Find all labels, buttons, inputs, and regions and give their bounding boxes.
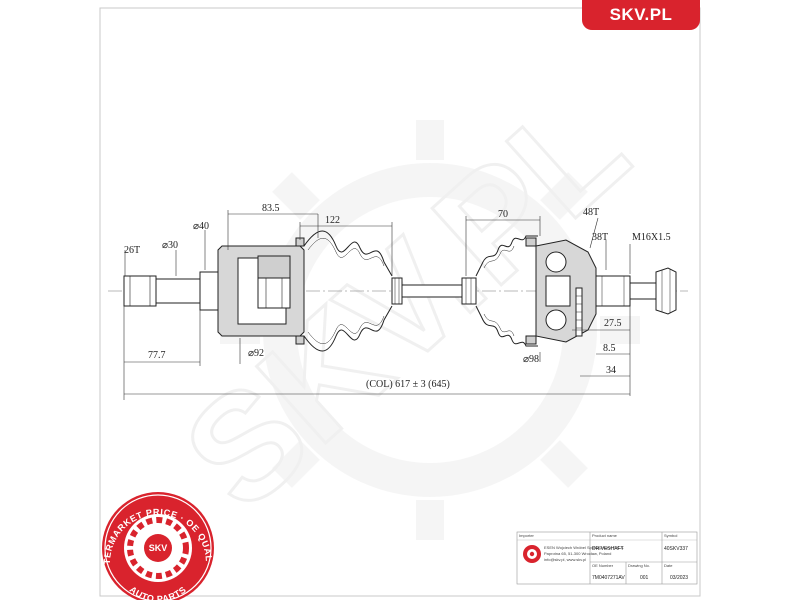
cv-ball-bottom bbox=[545, 309, 567, 331]
importer-label: Importer bbox=[519, 533, 535, 538]
product-name: DRIVESHAFT bbox=[592, 546, 624, 552]
importer-line-1: ESEN Wojciech Wróbel Spółka Jawna S.K.A. bbox=[544, 545, 624, 550]
date-label: Date bbox=[664, 563, 673, 568]
boot-clamp-right bbox=[525, 237, 537, 247]
shaft-damper-left bbox=[391, 277, 403, 305]
dim-70: 70 bbox=[498, 209, 508, 220]
outer-stub bbox=[595, 267, 677, 315]
drive-shaft bbox=[391, 277, 477, 305]
outer-joint bbox=[525, 237, 597, 345]
left-shaft-neck bbox=[155, 278, 201, 304]
dim-teeth-38: 38T bbox=[592, 232, 608, 243]
inner-joint bbox=[123, 237, 305, 345]
tripod-spider bbox=[257, 277, 291, 309]
outer-boot bbox=[475, 235, 538, 347]
oe-number-value: 7M0407271AV bbox=[592, 575, 625, 581]
oe-number-label: OE Number bbox=[592, 563, 614, 568]
title-block bbox=[516, 531, 698, 585]
importer-line-3: info@skv.pl, www.skv.pl bbox=[544, 557, 586, 562]
drawing-no-value: 001 bbox=[640, 575, 649, 581]
housing-collar bbox=[199, 271, 219, 311]
shaft-damper-right bbox=[461, 277, 477, 305]
importer-line-2: Paprotna 65, 51-300 Wrocław, Poland bbox=[544, 551, 611, 556]
product-name-label: Product name bbox=[592, 533, 618, 538]
dim-77-7: 77.7 bbox=[148, 350, 166, 361]
dim-34: 34 bbox=[606, 365, 616, 376]
shaft-tube bbox=[401, 284, 463, 298]
drawing-no-label: Drawing No. bbox=[628, 563, 650, 568]
dim-diameter-98: ⌀98 bbox=[523, 354, 539, 365]
dimension-labels: 83.5 122 70 ⌀40 ⌀30 26T 48T 38T M16X1.5 … bbox=[124, 203, 671, 390]
gear-icon bbox=[127, 517, 189, 579]
dimension-lines bbox=[123, 210, 631, 400]
dim-83-5: 83.5 bbox=[262, 203, 280, 214]
left-spline-stub bbox=[123, 275, 157, 307]
dim-diameter-40: ⌀40 bbox=[193, 221, 209, 232]
axle-nut bbox=[655, 267, 677, 315]
inner-boot bbox=[303, 230, 393, 352]
symbol-label: Symbol bbox=[664, 533, 677, 538]
dim-122: 122 bbox=[325, 215, 340, 226]
dim-27-5: 27.5 bbox=[604, 318, 622, 329]
date-value: 03/2023 bbox=[670, 575, 688, 581]
dim-diameter-30: ⌀30 bbox=[162, 240, 178, 251]
dim-teeth-48: 48T bbox=[583, 207, 599, 218]
cv-ball-top bbox=[545, 251, 567, 273]
symbol-value: 40SKV337 bbox=[664, 546, 688, 552]
dim-diameter-92: ⌀92 bbox=[248, 348, 264, 359]
brand-badge[interactable]: SKV.PL bbox=[582, 0, 700, 30]
drawing-frame bbox=[99, 7, 701, 597]
tripod-roller-top bbox=[257, 255, 291, 279]
threaded-end bbox=[629, 282, 657, 300]
brand-name: SKV.PL bbox=[609, 5, 673, 24]
dim-total-length: (COL) 617 ± 3 (645) bbox=[366, 379, 450, 390]
dim-thread: M16X1.5 bbox=[632, 232, 671, 243]
dim-8-5: 8.5 bbox=[603, 343, 616, 354]
outer-spline-stub bbox=[595, 275, 631, 307]
dim-teeth-26: 26T bbox=[124, 245, 140, 256]
seal-center-text: SKV bbox=[149, 543, 168, 553]
title-block-content: Importer ESEN Wojciech Wróbel Spółka Jaw… bbox=[519, 533, 688, 581]
